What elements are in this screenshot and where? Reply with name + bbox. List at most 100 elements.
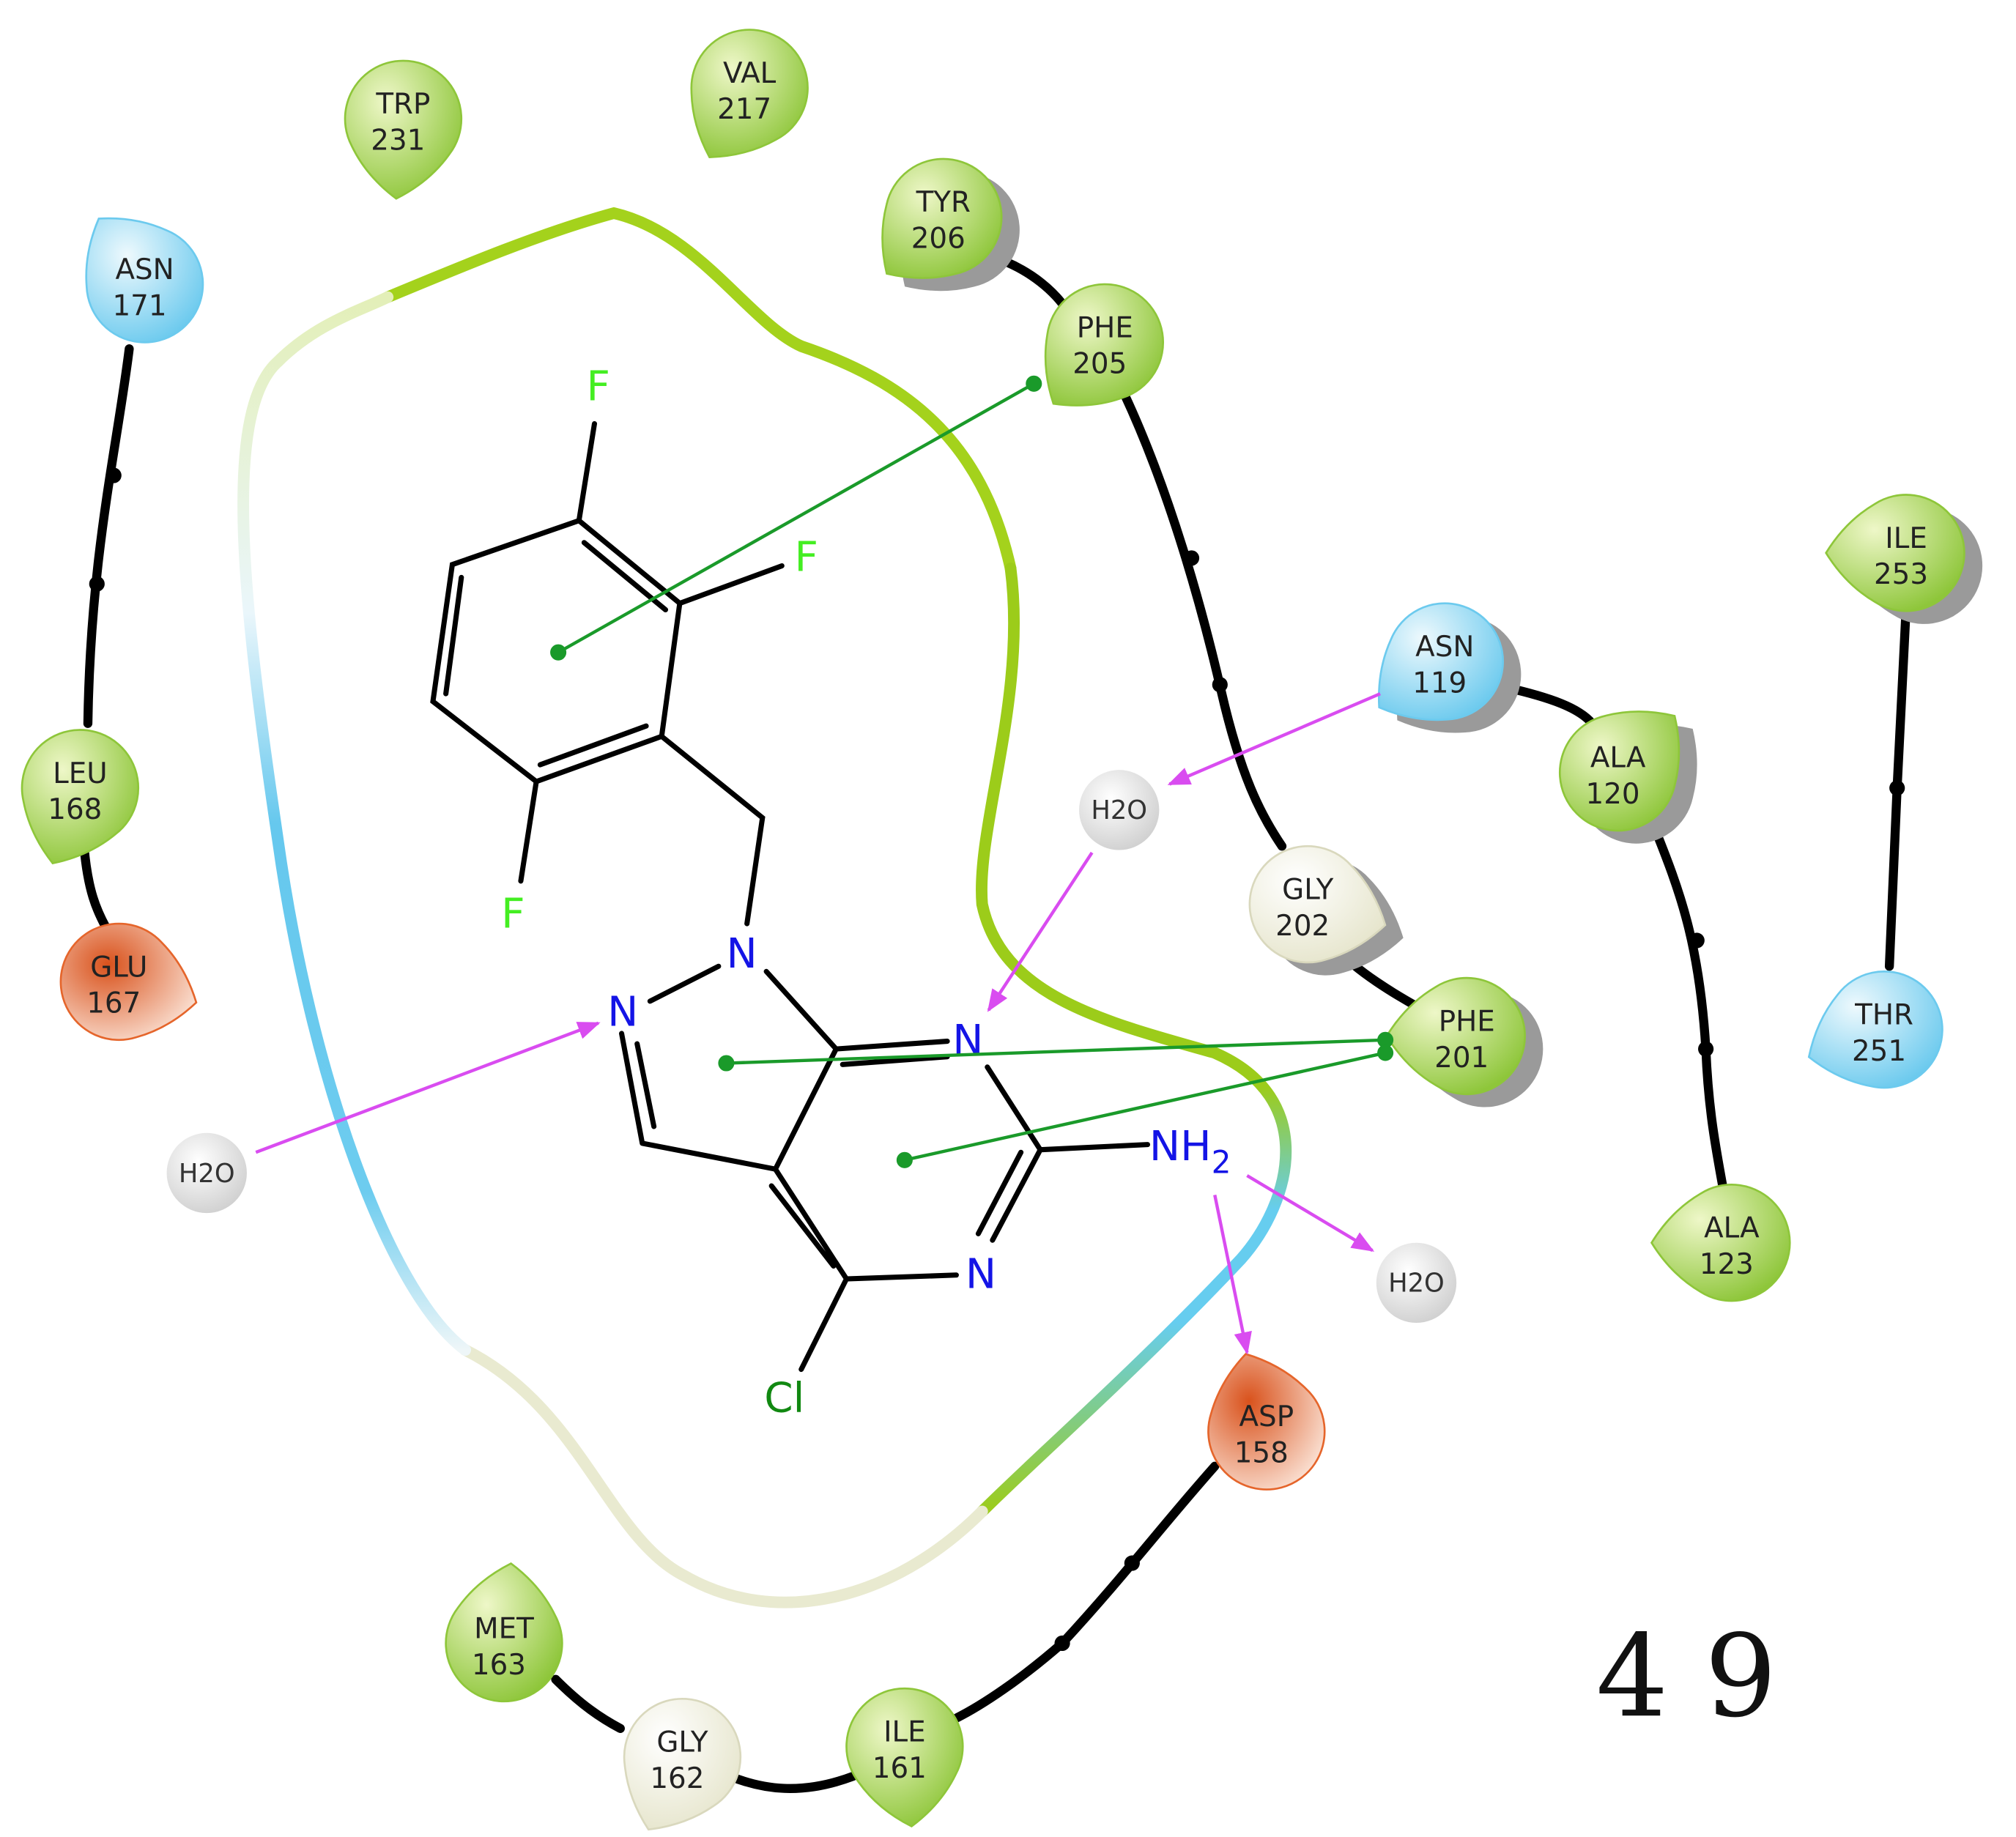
residue-drop-glycine xyxy=(623,1697,742,1831)
backbone-chain xyxy=(83,344,134,728)
pi-stacking-endpoint xyxy=(1377,1031,1394,1048)
residue-name: GLU xyxy=(90,951,147,984)
compound-number: 4 9 xyxy=(1596,1610,1777,1743)
pi-stacking-line xyxy=(726,1038,1386,1065)
water-molecule[interactable]: H2O xyxy=(166,1132,247,1214)
residue-drop-polar xyxy=(1807,970,1943,1089)
residue-number: 161 xyxy=(872,1752,927,1785)
atom-chlorine: Cl xyxy=(764,1375,804,1422)
residue-name: PHE xyxy=(1077,311,1133,344)
hbond-arrow xyxy=(255,1021,601,1154)
chain-node xyxy=(1124,1555,1140,1571)
amine-subscript: 2 xyxy=(1212,1144,1231,1180)
backbone-chain xyxy=(1501,683,1597,728)
residue-drop-hydrophobic xyxy=(445,1562,563,1703)
residue-drop-hydrophobic xyxy=(1044,283,1164,407)
residue-number: 163 xyxy=(472,1649,526,1682)
residue-drop-hydrophobic xyxy=(845,1687,964,1828)
backbone-chain xyxy=(952,1461,1220,1723)
atom-fluorine: F xyxy=(587,363,610,411)
water-circle xyxy=(1079,770,1160,850)
pi-stacking-endpoint xyxy=(1377,1044,1394,1061)
residue-number: 206 xyxy=(911,223,966,256)
residue-drop-glycine xyxy=(1248,845,1387,964)
pi-stacking-endpoint xyxy=(1026,375,1042,392)
residue-number: 167 xyxy=(86,987,141,1020)
residue-drop-polar xyxy=(85,217,204,344)
pocket-contour-top xyxy=(382,207,1017,574)
residue-drop-hydrophobic xyxy=(21,729,140,865)
chain-node xyxy=(105,467,122,483)
pi-stacking-interactions xyxy=(550,375,1394,1168)
residue-drop-hydrophobic xyxy=(690,29,809,158)
hydrogen-bond-interactions xyxy=(255,692,1381,1355)
chain-node xyxy=(1183,550,1200,566)
residue-drop-negative xyxy=(59,922,198,1042)
water-molecule[interactable]: H2O xyxy=(1079,770,1160,850)
water-circle xyxy=(1376,1242,1457,1324)
residue-name: GLY xyxy=(1282,874,1334,907)
water-label: H2O xyxy=(1091,795,1147,825)
backbone-chain xyxy=(1649,822,1727,1191)
residue-number: 120 xyxy=(1586,778,1640,811)
residue-number: 123 xyxy=(1700,1248,1754,1281)
residue-number: 119 xyxy=(1412,667,1467,699)
chain-node xyxy=(89,576,105,592)
hbond-arrow xyxy=(1167,692,1381,786)
water-label: H2O xyxy=(179,1159,235,1189)
residue-name: ALA xyxy=(1590,742,1646,775)
pi-stacking-line xyxy=(904,1051,1386,1162)
chain-node xyxy=(1689,932,1705,949)
residue-number: 171 xyxy=(112,289,166,322)
residue-number: 217 xyxy=(717,93,771,126)
chain-node xyxy=(1212,677,1228,693)
atom-fluorine: F xyxy=(795,534,818,582)
residue-name: THR xyxy=(1854,999,1913,1032)
pi-stacking-line xyxy=(557,382,1035,654)
atom-nitrogen: N xyxy=(726,930,757,978)
hbond-arrow xyxy=(1213,1194,1252,1355)
pocket-contour-left xyxy=(237,291,472,1357)
hbond-arrow xyxy=(1246,1174,1375,1252)
water-circle xyxy=(166,1132,247,1214)
residue-drop-hydrophobic xyxy=(344,59,463,200)
atom-amine: NH2 xyxy=(1149,1123,1231,1181)
backbone-chain xyxy=(551,1674,625,1734)
pi-stacking-endpoint xyxy=(896,1151,913,1168)
water-molecule[interactable]: H2O xyxy=(1376,1242,1457,1324)
residue-name: ASN xyxy=(1415,631,1474,664)
residue-number: 231 xyxy=(371,125,425,157)
backbone-chain xyxy=(725,1771,858,1793)
waters-layer: H2O H2O H2O xyxy=(166,770,1457,1324)
atom-fluorine: F xyxy=(501,890,525,938)
residue-drop-hydrophobic xyxy=(1559,710,1680,832)
residue-drop-hydrophobic xyxy=(881,157,1003,279)
chain-node xyxy=(1698,1041,1714,1057)
residue-drop-hydrophobic xyxy=(1650,1184,1791,1302)
ligand-structure xyxy=(430,420,1151,1373)
amine-label: NH xyxy=(1149,1123,1212,1170)
residue-drop-hydrophobic xyxy=(1385,976,1526,1096)
residue-number: 251 xyxy=(1852,1035,1906,1068)
residue-name: PHE xyxy=(1439,1005,1495,1038)
residue-backbone-chains xyxy=(79,251,1911,1793)
